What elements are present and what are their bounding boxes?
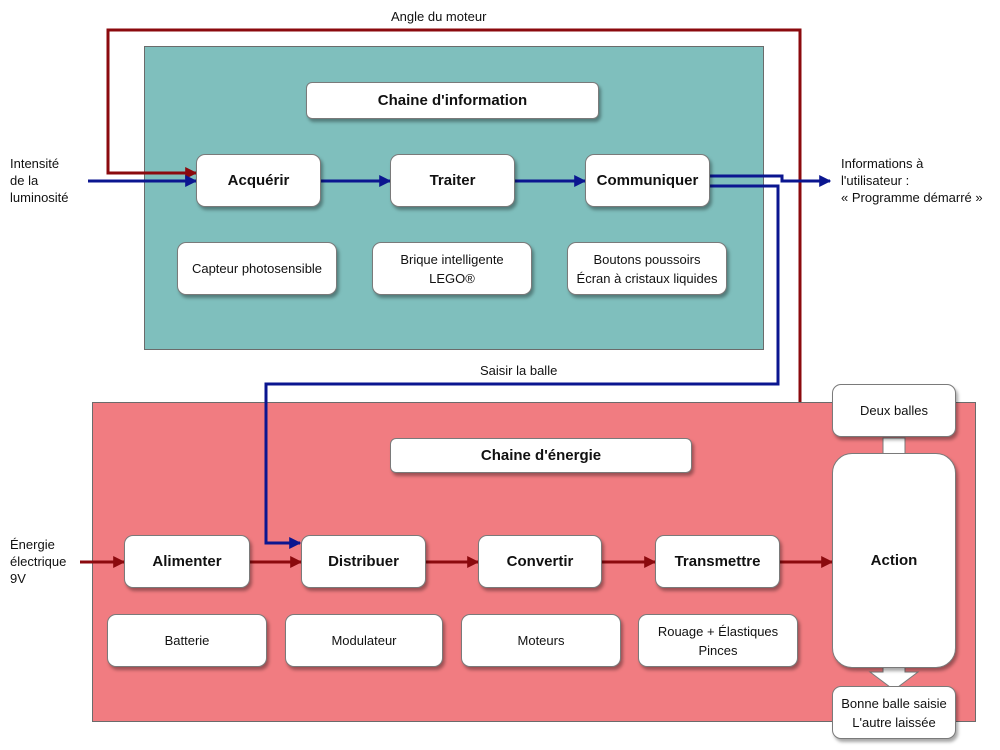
distribute-function: Distribuer: [301, 535, 426, 588]
supply-function: Alimenter: [124, 535, 250, 588]
acquire-function: Acquérir: [196, 154, 321, 207]
smart-brick-component: Brique intelligente LEGO®: [372, 242, 532, 295]
modulator-component: Modulateur: [285, 614, 443, 667]
energy-chain-title: Chaine d'énergie: [390, 438, 692, 473]
convert-function: Convertir: [478, 535, 602, 588]
input-matter-box: Deux balles: [832, 384, 956, 437]
communicate-function: Communiquer: [585, 154, 710, 207]
battery-component: Batterie: [107, 614, 267, 667]
gears-pincers-component: Rouage + Élastiques Pinces: [638, 614, 798, 667]
motor-angle-label: Angle du moteur: [391, 9, 487, 24]
output-matter-box: Bonne balle saisie L'autre laissée: [832, 686, 956, 739]
user-info-label: Informations à l'utilisateur : « Program…: [841, 156, 983, 205]
transmit-function: Transmettre: [655, 535, 780, 588]
information-chain-title: Chaine d'information: [306, 82, 599, 119]
motors-component: Moteurs: [461, 614, 621, 667]
grab-ball-label: Saisir la balle: [480, 363, 558, 378]
electric-energy-label: Énergie électrique 9V: [10, 537, 67, 586]
buttons-lcd-component: Boutons poussoirs Écran à cristaux liqui…: [567, 242, 727, 295]
process-function: Traiter: [390, 154, 515, 207]
light-intensity-label: Intensité de la luminosité: [10, 156, 69, 205]
light-sensor-component: Capteur photosensible: [177, 242, 337, 295]
action-block: Action: [832, 453, 956, 668]
